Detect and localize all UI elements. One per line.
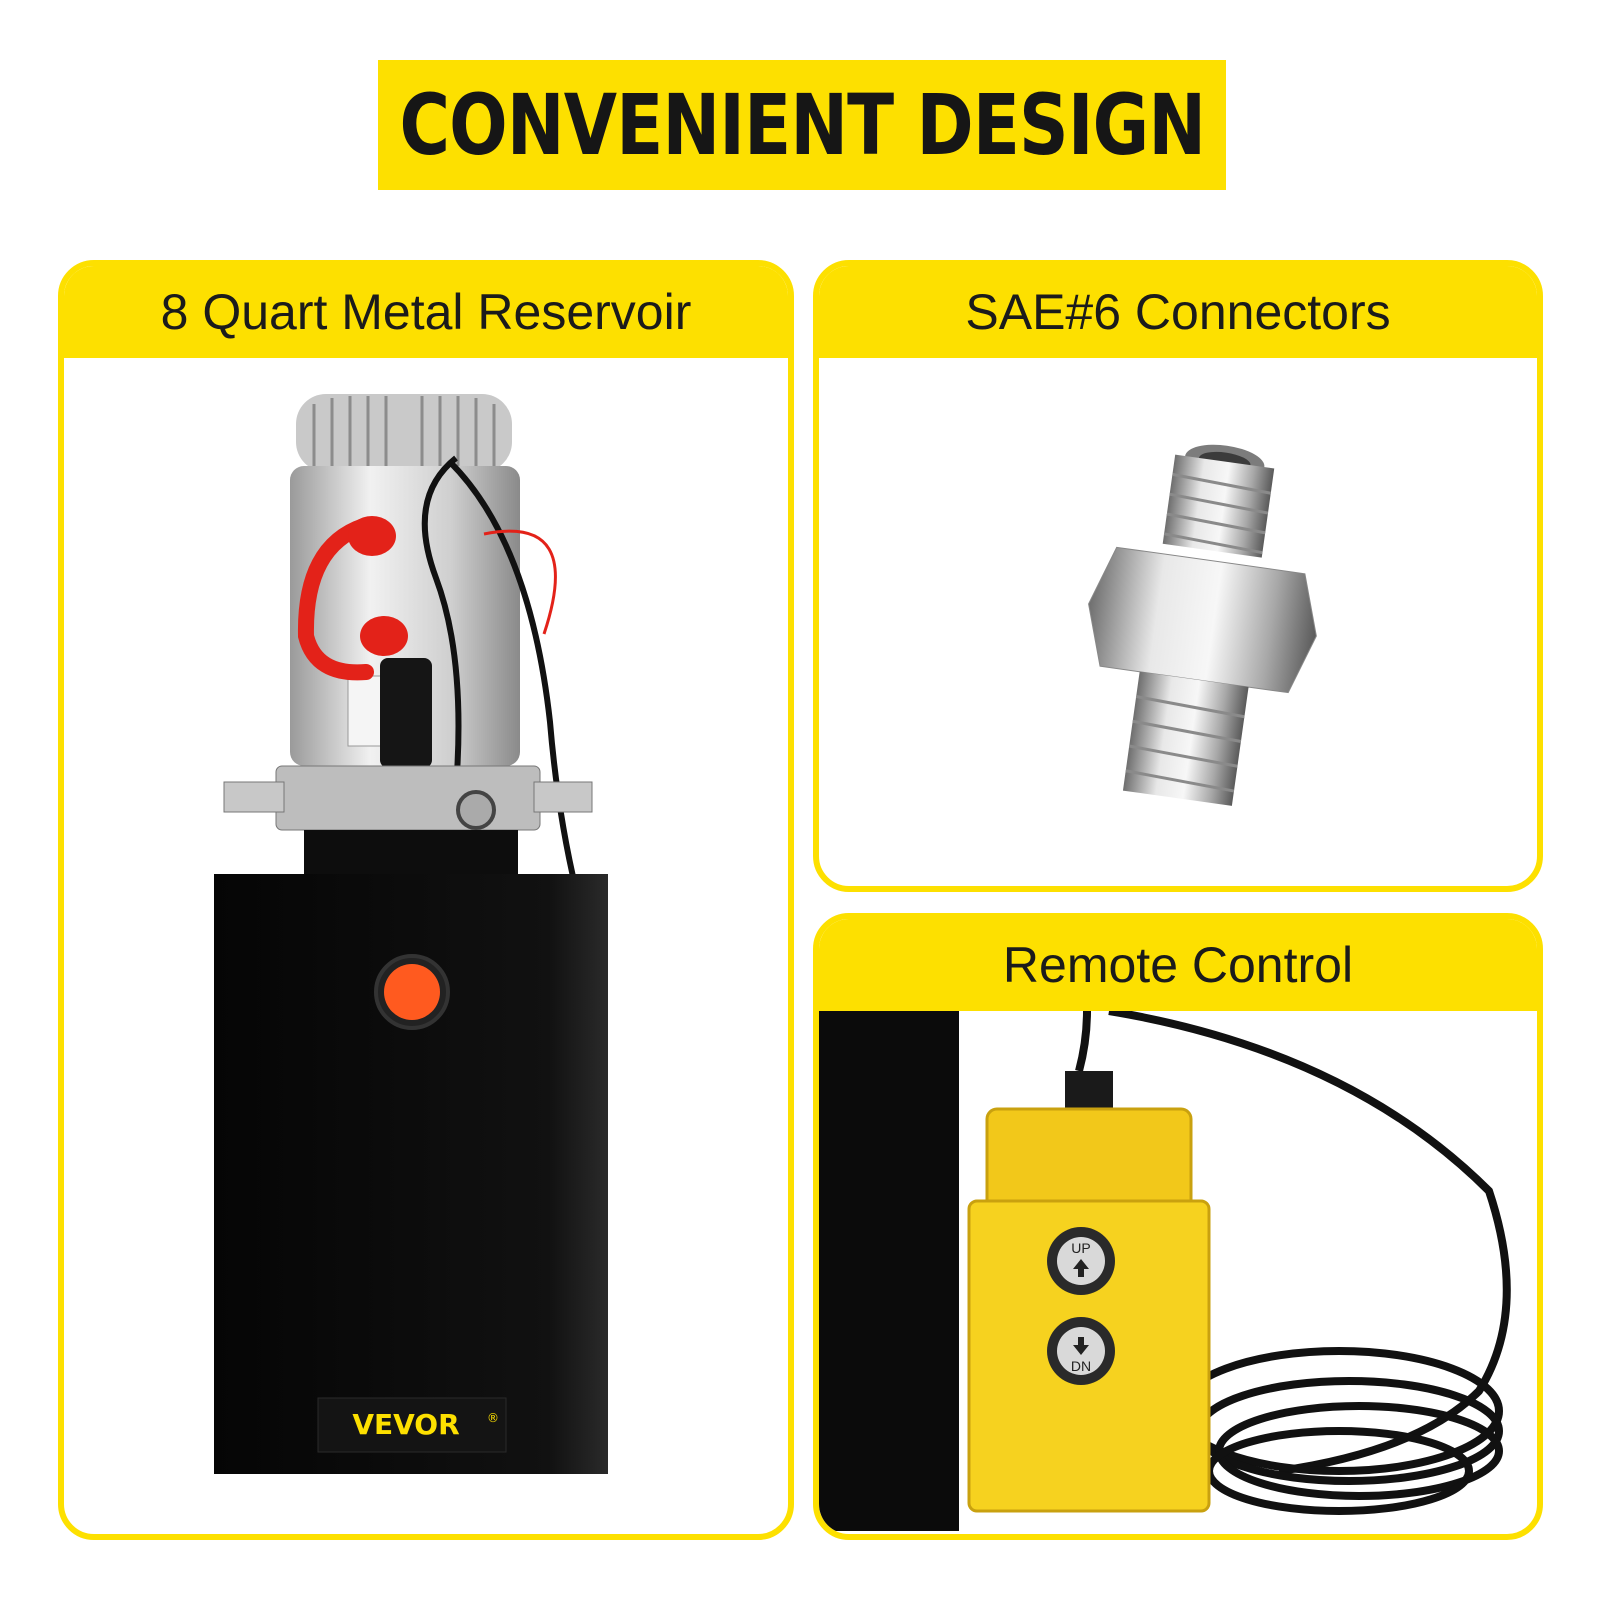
reservoir-card: 8 Quart Metal Reservoir [58, 260, 794, 1540]
valve-nut [456, 790, 496, 830]
up-button-label: UP [1071, 1240, 1090, 1256]
fitting [223, 781, 285, 813]
hydraulic-pump-image: VEVOR ® [214, 394, 608, 1474]
registered-mark: ® [487, 1411, 499, 1425]
remote-card: Remote Control UP DN [813, 913, 1543, 1540]
remote-control-image: UP DN [819, 1011, 1511, 1531]
remote-card-header: Remote Control [819, 919, 1537, 1011]
down-button-label: DN [1071, 1358, 1091, 1374]
remote-card-title: Remote Control [1002, 937, 1354, 993]
fitting [533, 781, 593, 813]
reservoir-card-header: 8 Quart Metal Reservoir [64, 266, 788, 358]
up-arrow-icon [1073, 1259, 1089, 1277]
red-terminal-cap [348, 516, 396, 556]
sae6-connector-image [1088, 444, 1317, 806]
red-cable [297, 518, 374, 681]
connectors-card-title: SAE#6 Connectors [965, 284, 1391, 340]
thin-red-wire [483, 529, 557, 635]
reservoir-card-title: 8 Quart Metal Reservoir [160, 284, 692, 340]
connectors-card-header: SAE#6 Connectors [819, 266, 1537, 358]
tank-side [819, 1011, 959, 1531]
red-terminal-cap [360, 616, 408, 656]
connector-threads-bottom [1122, 671, 1249, 806]
title-banner: CONVENIENT DESIGN [378, 60, 1226, 190]
brand-label [317, 1397, 507, 1453]
coiled-cable [1075, 1011, 1511, 1515]
valve-block [275, 765, 541, 831]
filler-cap [384, 964, 440, 1020]
motor-cooling-fins [296, 394, 512, 472]
connector-hex-nut [1088, 546, 1317, 694]
solenoid [380, 658, 432, 768]
cable-gland [1065, 1071, 1113, 1111]
brand-name: VEVOR [352, 1408, 459, 1441]
down-arrow-icon [1073, 1337, 1089, 1355]
page-title: CONVENIENT DESIGN [399, 76, 1206, 174]
connectors-card: SAE#6 Connectors [813, 260, 1543, 892]
connector-threads-top [1162, 454, 1275, 558]
